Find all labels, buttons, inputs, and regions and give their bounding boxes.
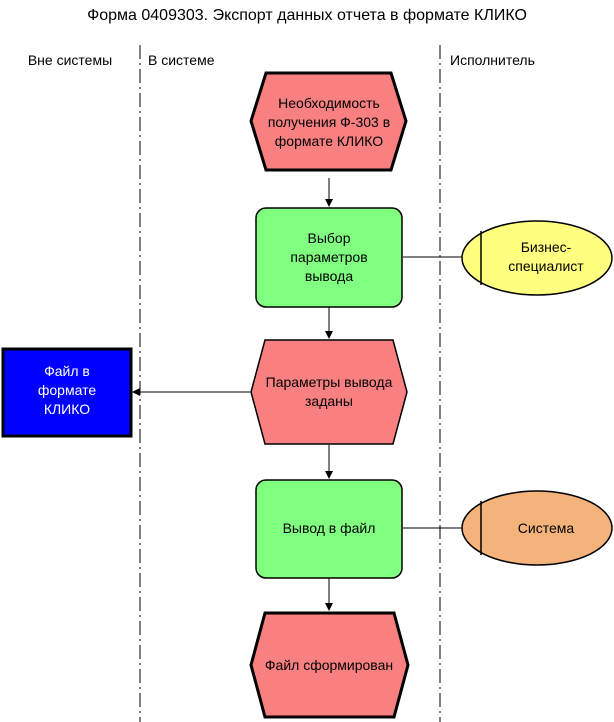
lane-header-outside: Вне системы	[28, 52, 112, 68]
document-file-line-2: формате	[38, 382, 96, 398]
function-select-line-1: Выбор	[308, 230, 351, 246]
event-formed-line-1: Файл сформирован	[265, 657, 393, 673]
function-output-line-1: Вывод в файл	[283, 520, 376, 536]
event-params-line-2: заданы	[305, 393, 353, 409]
function-select-output-params: Выбор параметров вывода	[255, 207, 403, 308]
role-system: Система	[461, 490, 613, 566]
document-file-line-1: Файл в	[44, 363, 90, 379]
role-business-line-2: специалист	[508, 258, 584, 274]
role-system-line-1: Система	[518, 520, 575, 536]
event-file-formed: Файл сформирован	[249, 611, 410, 719]
event-start-line-1: Необходимость	[278, 95, 380, 111]
document-file-line-3: КЛИКО	[44, 401, 90, 417]
function-select-line-3: вывода	[305, 268, 353, 284]
function-output-to-file: Вывод в файл	[255, 479, 403, 579]
lane-header-inside: В системе	[148, 52, 215, 68]
event-params-set: Параметры вывода заданы	[250, 339, 408, 445]
lane-header-performer: Исполнитель	[450, 52, 535, 68]
event-start-line-3: формате КЛИКО	[275, 133, 384, 149]
event-start-line-2: получения Ф-303 в	[268, 114, 390, 130]
event-start-need-f303: Необходимость получения Ф-303 в формате …	[249, 71, 408, 172]
role-business-line-1: Бизнес-	[521, 239, 572, 255]
diagram-title: Форма 0409303. Экспорт данных отчета в ф…	[87, 7, 527, 24]
document-file-klico: Файл в формате КЛИКО	[1, 347, 133, 438]
function-select-line-2: параметров	[290, 249, 367, 265]
role-business-specialist: Бизнес- специалист	[461, 220, 613, 296]
event-params-line-1: Параметры вывода	[266, 374, 393, 390]
